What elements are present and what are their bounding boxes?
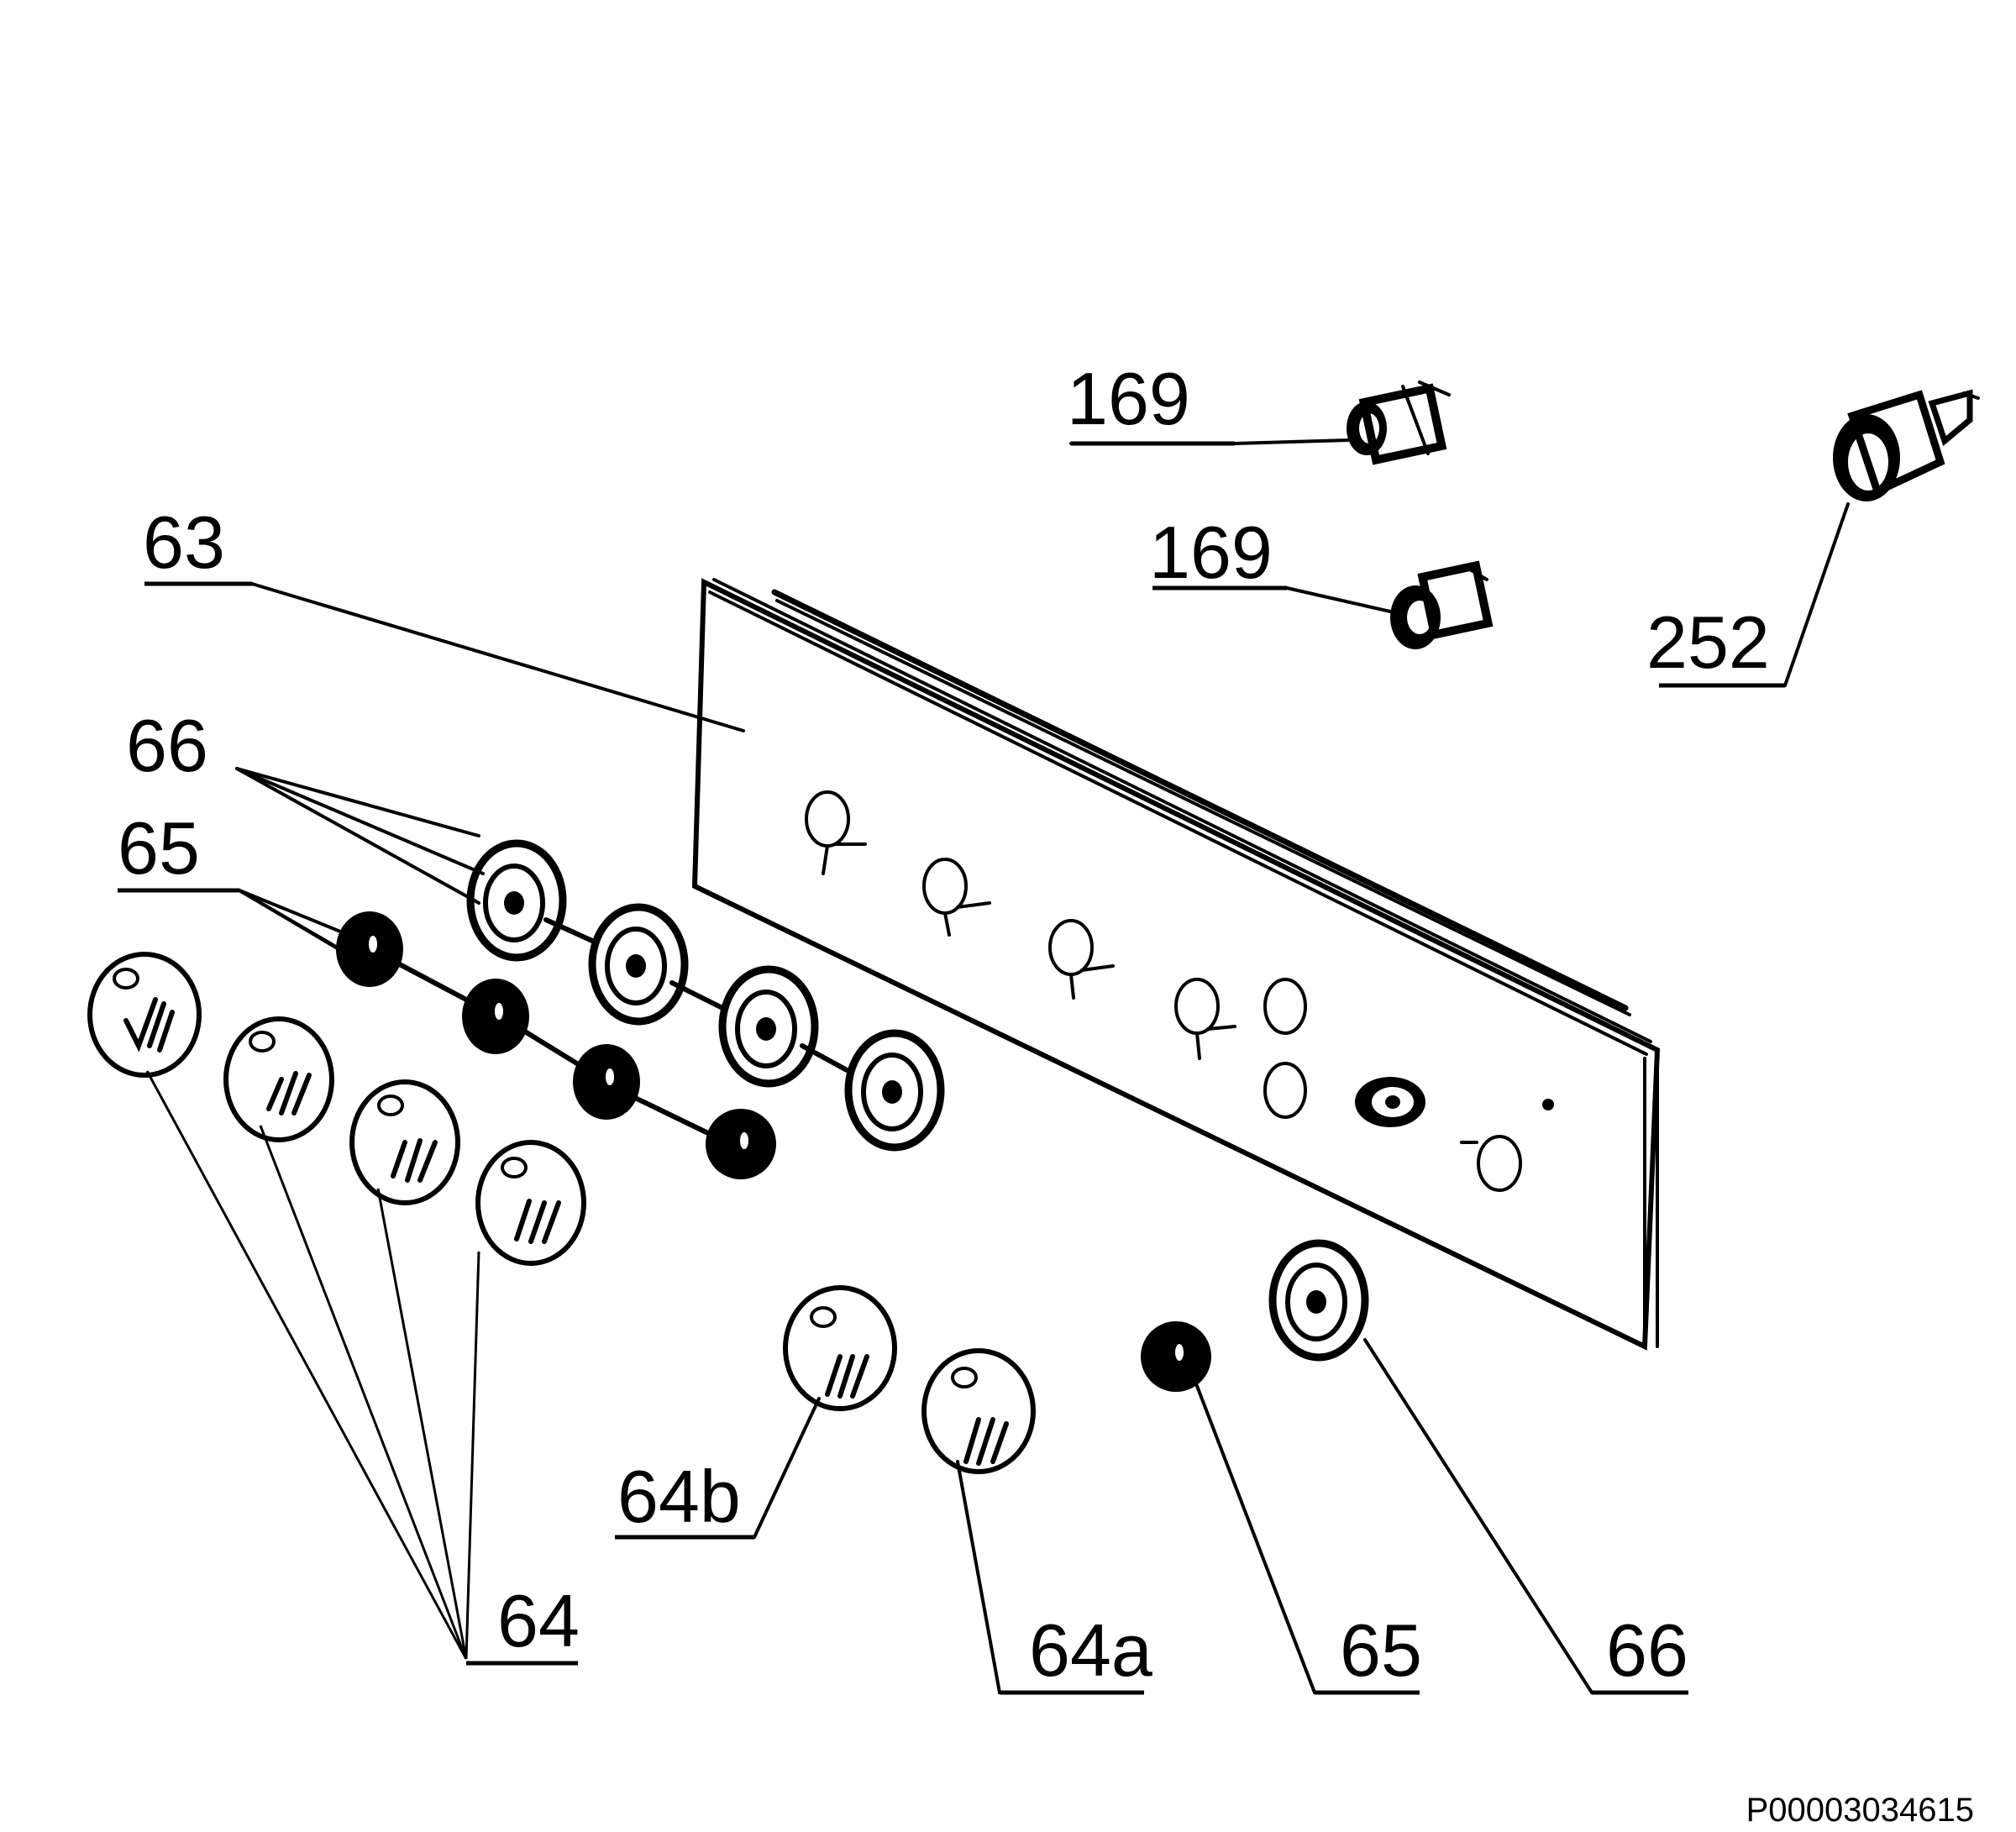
label-underlines xyxy=(118,441,1785,1695)
callout-63: 63 xyxy=(143,501,225,584)
panel-knob-holes xyxy=(805,790,1554,1192)
spring-clip xyxy=(1141,1321,1211,1392)
callout-252: 252 xyxy=(1646,601,1770,684)
spring-clip xyxy=(462,979,529,1054)
callout-66-upper: 66 xyxy=(126,704,208,787)
callout-65-lower: 65 xyxy=(1340,1609,1422,1692)
callout-64: 64 xyxy=(497,1579,580,1662)
control-knob-64a xyxy=(921,1348,1036,1474)
callout-64b: 64b xyxy=(617,1455,741,1538)
control-knob-64b xyxy=(783,1285,897,1411)
callout-66-lower: 66 xyxy=(1606,1609,1688,1692)
control-knob xyxy=(349,1079,460,1205)
clip-shafts xyxy=(392,917,851,1136)
control-knobs xyxy=(87,952,1036,1474)
spring-clip xyxy=(706,1109,776,1179)
spring-clip xyxy=(336,911,403,987)
bezel-ring xyxy=(718,965,819,1088)
control-panel xyxy=(691,578,1661,1351)
callout-64a: 64a xyxy=(1029,1609,1152,1692)
lamp-holder-upper xyxy=(1347,381,1451,465)
callout-169-lower: 169 xyxy=(1149,511,1273,594)
spring-clips xyxy=(336,911,1211,1392)
bezel-ring xyxy=(466,839,567,962)
bezel-rings xyxy=(466,839,1369,1362)
lamp-bulb xyxy=(1833,389,1980,501)
callout-labels: 169 169 252 63 66 65 64 64b 64a 65 66 xyxy=(118,357,1770,1692)
spring-clip xyxy=(573,1044,640,1120)
lamp-holder-lower xyxy=(1390,560,1494,649)
bezel-ring xyxy=(1268,1239,1369,1362)
callout-65-upper: 65 xyxy=(118,806,200,890)
callout-169-upper: 169 xyxy=(1067,357,1190,440)
part-number: P00003034615 xyxy=(1746,1792,1974,1829)
bezel-ring xyxy=(588,903,689,1026)
control-knob xyxy=(223,1016,334,1142)
control-knob xyxy=(87,952,202,1078)
control-knob xyxy=(475,1140,586,1266)
bezel-ring xyxy=(844,1029,945,1152)
